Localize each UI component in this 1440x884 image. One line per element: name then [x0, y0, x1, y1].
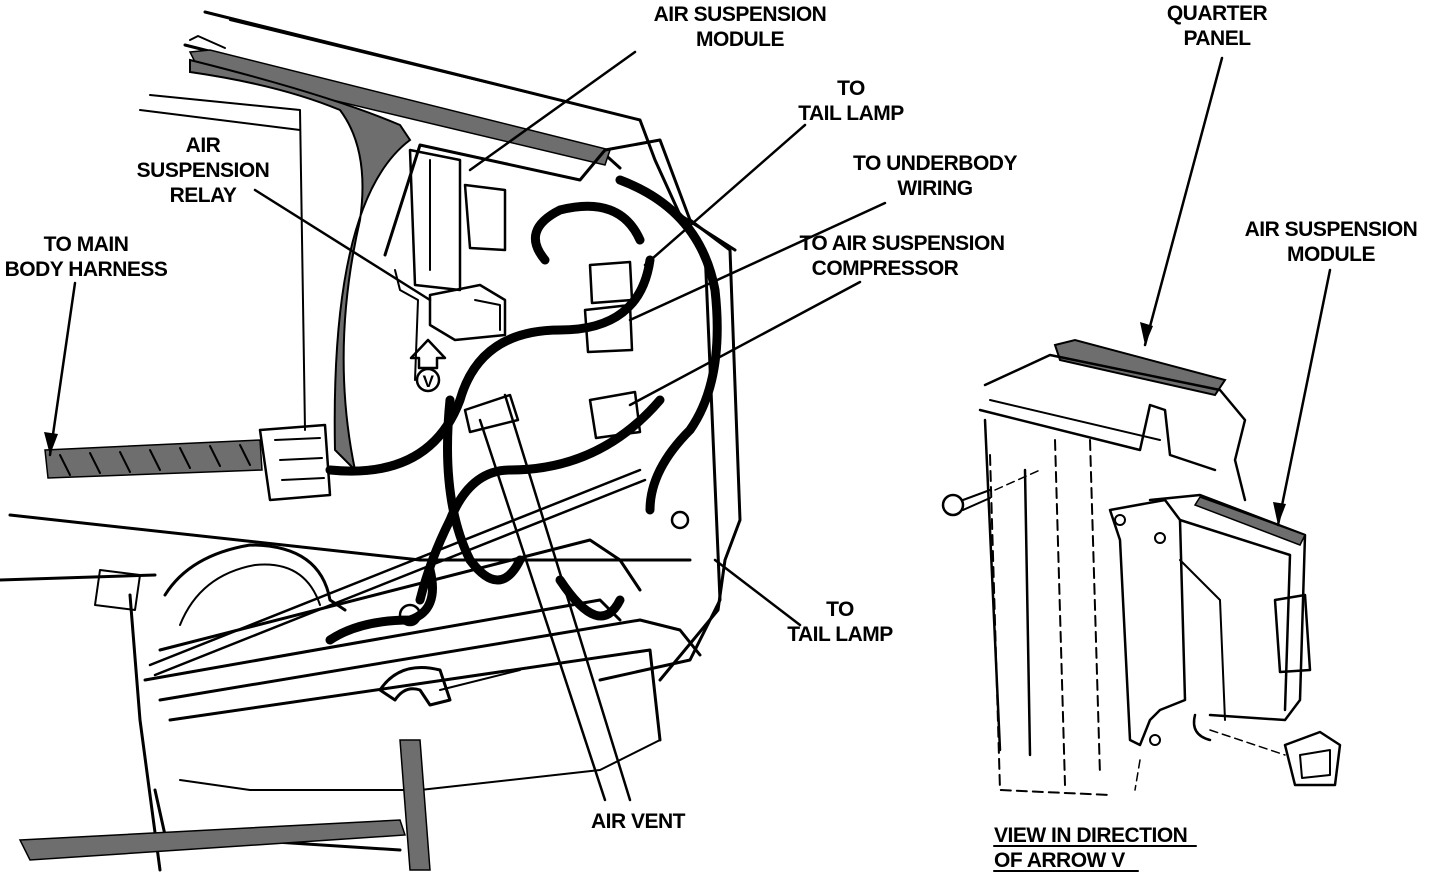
- label-line: TO: [826, 598, 854, 621]
- detail-view-illustration: [941, 338, 1342, 796]
- arrow-v-marker: V: [409, 338, 447, 393]
- label-line: SUSPENSION: [137, 159, 270, 182]
- screw-icon: [941, 469, 1041, 517]
- label-line: PANEL: [1183, 27, 1251, 50]
- leader-lines: [48, 50, 1332, 802]
- label-air-suspension-relay: AIR SUSPENSION RELAY: [137, 134, 270, 207]
- label-line: BODY HARNESS: [5, 258, 168, 281]
- label-line: MODULE: [696, 28, 784, 51]
- label-line: TO: [837, 77, 865, 100]
- label-to-air-suspension-compressor: TO AIR SUSPENSION COMPRESSOR: [799, 232, 1005, 280]
- label-line: MODULE: [1287, 243, 1375, 266]
- label-air-suspension-module-top: AIR SUSPENSION MODULE: [654, 3, 827, 51]
- label-air-vent: AIR VENT: [591, 810, 686, 833]
- label-line: TO MAIN: [44, 233, 129, 256]
- label-to-tail-lamp-top: TO TAIL LAMP: [798, 77, 905, 125]
- label-line: OF ARROW V: [994, 849, 1125, 872]
- label-line: RELAY: [170, 184, 237, 207]
- label-line: QUARTER: [1167, 2, 1268, 25]
- label-view-caption: VIEW IN DIRECTION OF ARROW V: [993, 824, 1197, 872]
- label-line: TO UNDERBODY: [853, 152, 1017, 175]
- label-line: WIRING: [897, 177, 972, 200]
- label-line: AIR: [186, 134, 221, 157]
- label-line: TAIL LAMP: [798, 102, 904, 125]
- label-line: TO AIR SUSPENSION: [799, 232, 1004, 255]
- label-to-underbody-wiring: TO UNDERBODY WIRING: [853, 152, 1018, 200]
- label-line: TAIL LAMP: [787, 623, 893, 646]
- label-line: VIEW IN DIRECTION: [994, 824, 1187, 847]
- label-line: AIR SUSPENSION: [1245, 218, 1418, 241]
- label-line: AIR SUSPENSION: [654, 3, 827, 26]
- main-quarter-panel-illustration: V: [0, 10, 742, 872]
- label-line: COMPRESSOR: [812, 257, 959, 280]
- label-quarter-panel: QUARTER PANEL: [1167, 2, 1268, 50]
- label-line: AIR VENT: [591, 810, 686, 833]
- label-to-tail-lamp-bottom: TO TAIL LAMP: [787, 598, 894, 646]
- arrow-v-letter: V: [423, 372, 435, 391]
- leader-arrowheads: [44, 322, 1286, 525]
- label-air-suspension-module-right: AIR SUSPENSION MODULE: [1245, 218, 1418, 266]
- label-to-main-body-harness: TO MAIN BODY HARNESS: [5, 233, 169, 281]
